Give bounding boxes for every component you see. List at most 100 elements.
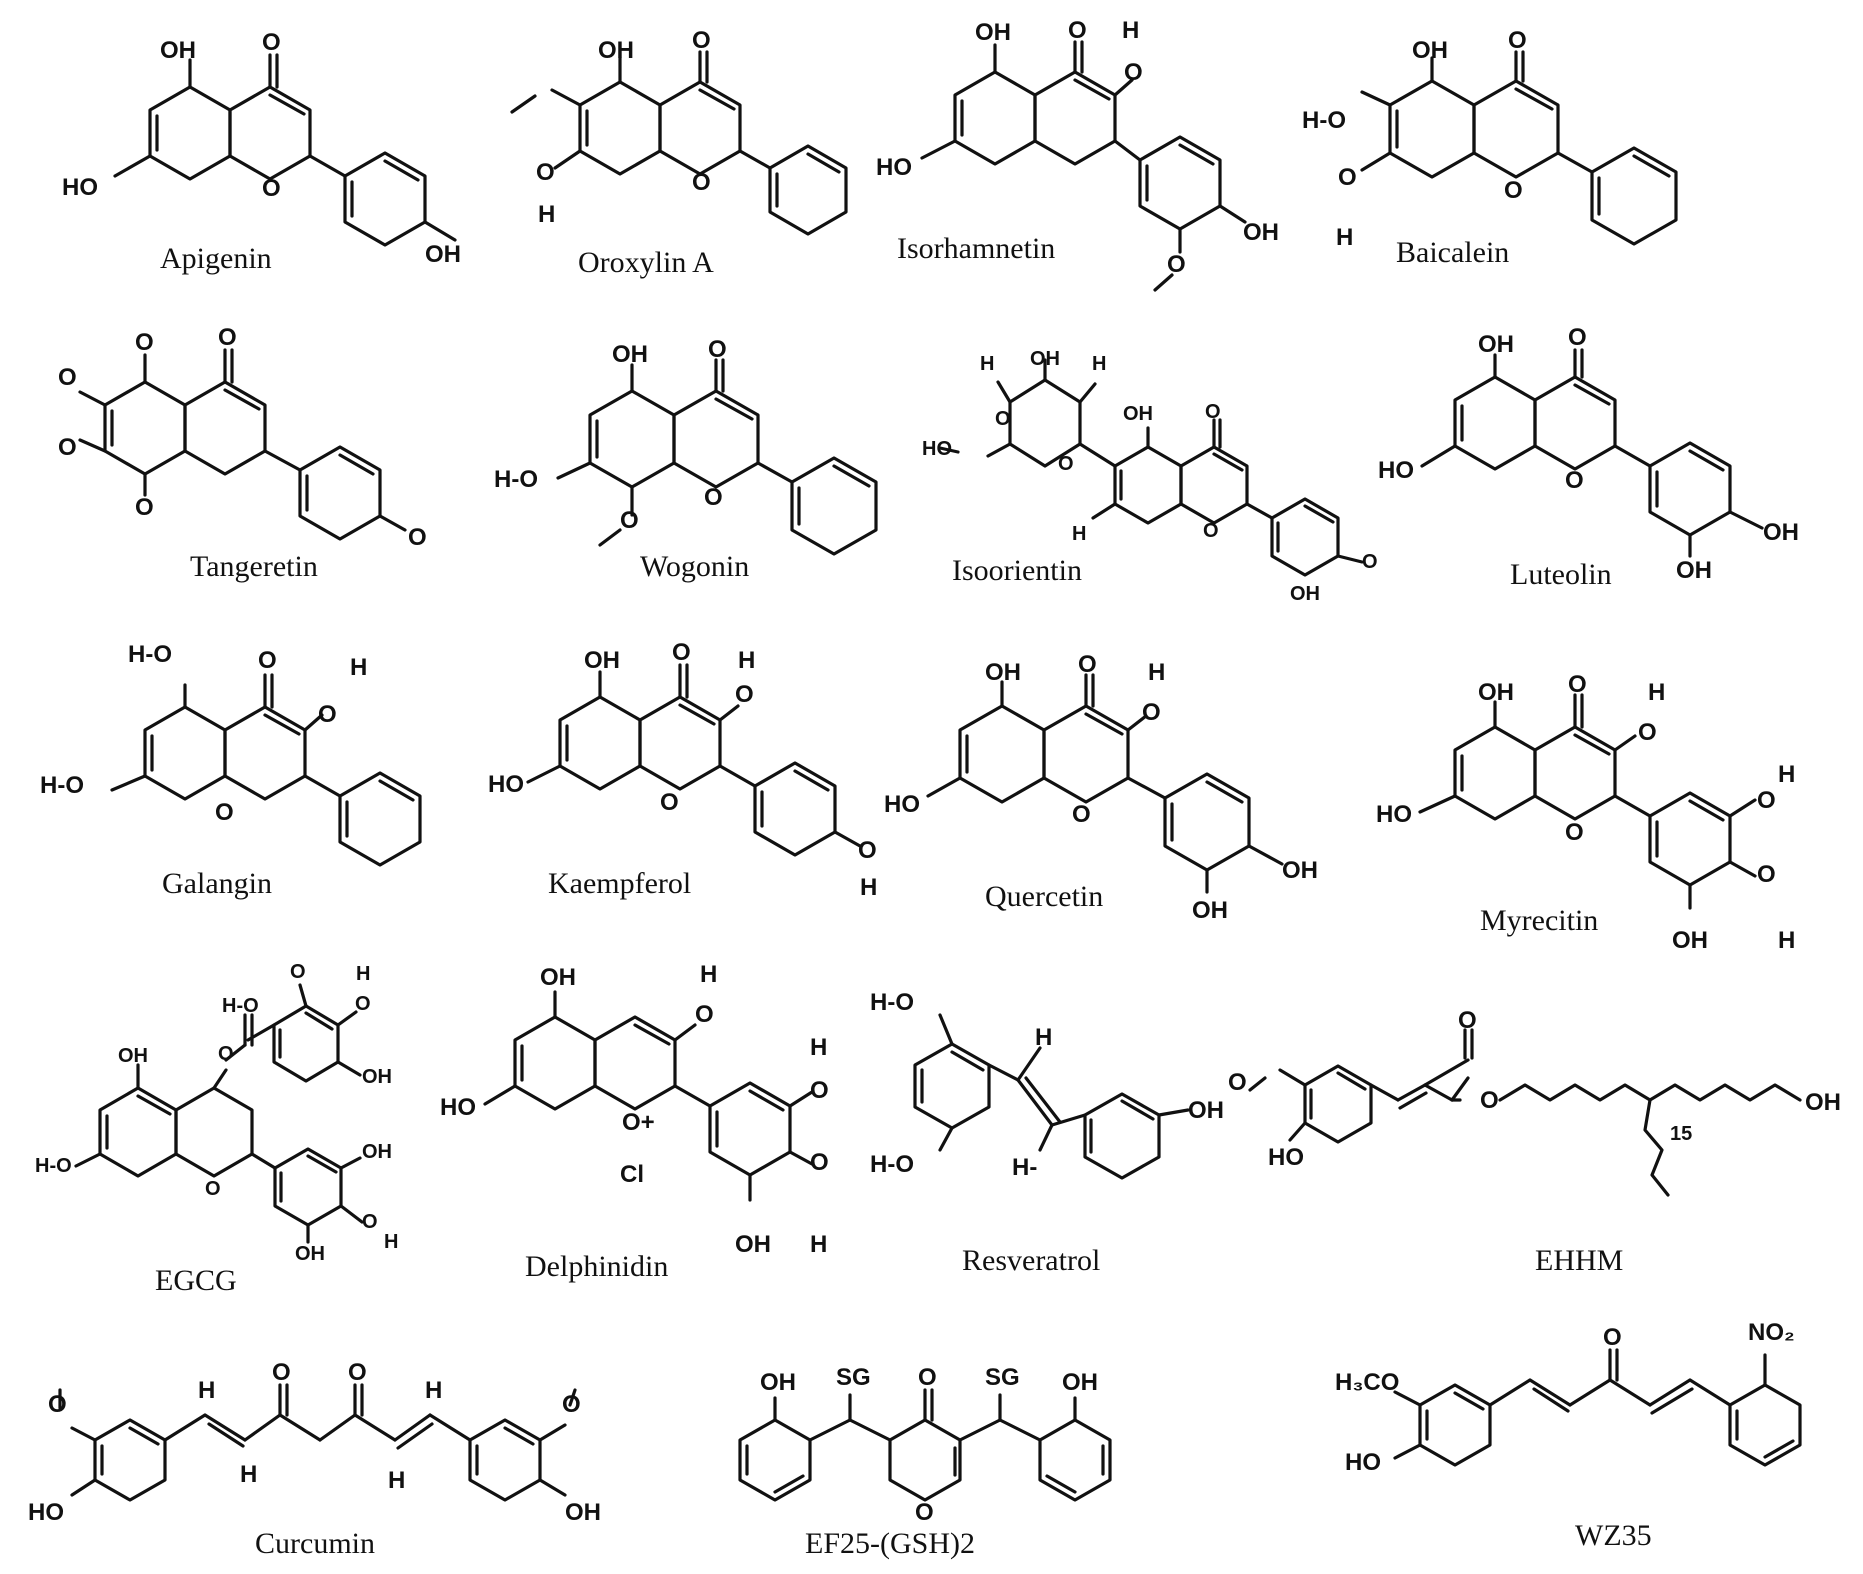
atom-label: OH — [1192, 897, 1228, 924]
atom-label: O — [135, 329, 154, 356]
atom-label: O — [48, 1391, 67, 1418]
atom-label: H — [700, 961, 717, 988]
atom-label: H-O — [222, 995, 259, 1017]
atom-label: OH — [118, 1045, 148, 1067]
atom-label: OH — [295, 1243, 325, 1265]
atom-label: O — [1078, 651, 1097, 678]
atom-label: O — [58, 364, 77, 391]
atom-label: O — [1203, 520, 1219, 542]
atom-label: HO — [440, 1094, 476, 1121]
atom-label: O — [348, 1359, 367, 1386]
atom-label: OH — [975, 19, 1011, 46]
atom-label: OH — [1123, 403, 1153, 425]
compound-name: Baicalein — [1396, 236, 1509, 269]
atom-label: H — [384, 1231, 398, 1253]
atom-label: O — [1565, 467, 1584, 494]
atom-label: H — [738, 647, 755, 674]
structure-tangeretin: O O O O O O Tangeretin — [58, 324, 427, 583]
atom-label: H — [1778, 927, 1795, 954]
atom-label: H-O — [1302, 107, 1346, 134]
atom-label: O+ — [622, 1109, 655, 1136]
atom-label: OH — [1412, 37, 1448, 64]
atom-label: O — [915, 1499, 934, 1526]
atom-label: O — [1757, 787, 1776, 814]
compound-name: Luteolin — [1510, 558, 1612, 591]
structure-isoorientin: H OH H OH O HO O H O O OH O Isoorientin — [922, 348, 1378, 605]
compound-name: Quercetin — [985, 880, 1103, 913]
structure-galangin: H-O O H O H-O O Galangin — [40, 641, 422, 900]
atom-label: O — [408, 524, 427, 551]
atom-label: OH — [1188, 1097, 1224, 1124]
atom-label: O — [218, 1043, 234, 1065]
atom-label: O — [810, 1077, 829, 1104]
atom-label: O — [1058, 453, 1074, 475]
atom-label: H — [425, 1377, 442, 1404]
atom-label: H — [980, 353, 994, 375]
compound-name: Isorhamnetin — [897, 232, 1055, 265]
atom-label: H — [860, 874, 877, 901]
atom-label: H — [1336, 224, 1353, 251]
atom-label: O — [735, 681, 754, 708]
atom-label: O — [290, 961, 306, 983]
structure-oroxylin-a: OH O O H O Oroxylin A — [510, 27, 848, 279]
compound-name: Apigenin — [160, 242, 272, 275]
structure-wz35: O NO₂ H₃CO HO WZ35 — [1335, 1319, 1802, 1552]
atom-label: O — [262, 175, 281, 202]
atom-label: O — [1568, 324, 1587, 351]
compound-name: Galangin — [162, 867, 272, 900]
atom-label: H — [1778, 761, 1795, 788]
atom-label: H — [1648, 679, 1665, 706]
compound-name: EF25-(GSH)2 — [805, 1527, 975, 1560]
atom-label: O — [695, 1001, 714, 1028]
atom-label: O — [205, 1178, 221, 1200]
structure-baicalein: OH O H-O O H O Baicalein — [1302, 27, 1678, 269]
compound-name: Curcumin — [255, 1527, 375, 1560]
atom-label: OH — [735, 1231, 771, 1258]
atom-label: H — [810, 1231, 827, 1258]
atom-label: H — [810, 1034, 827, 1061]
atom-label: O — [355, 993, 371, 1015]
structure-quercetin: OH O H O HO O OH OH Quercetin — [884, 651, 1318, 924]
compound-name: Isoorientin — [952, 554, 1082, 587]
structure-ef25-gsh2: OH SG O SG OH O EF25-(GSH)2 — [738, 1364, 1112, 1560]
atom-label: HO — [1345, 1449, 1381, 1476]
atom-label: O — [1362, 551, 1378, 573]
atom-label: O — [562, 1391, 581, 1418]
atom-label: OH — [362, 1141, 392, 1163]
atom-label: O — [1228, 1069, 1247, 1096]
atom-label: HO — [876, 154, 912, 181]
atom-label: SG — [836, 1364, 871, 1391]
atom-label: O — [1068, 17, 1087, 44]
atom-label: Cl — [620, 1161, 644, 1188]
atom-label: H — [1035, 1024, 1052, 1051]
structure-myrecitin: OH O H O HO O H O O H OH Myrecitin — [1376, 671, 1795, 954]
compound-name: EGCG — [155, 1264, 237, 1297]
atom-label: OH — [1676, 557, 1712, 584]
atom-label: H — [350, 654, 367, 681]
atom-label: O — [858, 837, 877, 864]
atom-label: O — [918, 1364, 937, 1391]
atom-label: OH — [584, 647, 620, 674]
atom-label: OH — [1062, 1369, 1098, 1396]
atom-label: OH — [612, 341, 648, 368]
structure-wogonin: OH O H-O O O Wogonin — [494, 336, 878, 583]
atom-label: O — [258, 647, 277, 674]
structure-kaempferol: OH O H O HO O O H Kaempferol — [488, 639, 877, 901]
atom-label: O — [1504, 177, 1523, 204]
atom-label: H — [356, 963, 370, 985]
atom-label: HO — [28, 1499, 64, 1526]
atom-label: O — [692, 27, 711, 54]
atom-label: OH — [1672, 927, 1708, 954]
compound-name: WZ35 — [1575, 1519, 1652, 1552]
atom-label: HO — [884, 791, 920, 818]
atom-label: H — [388, 1467, 405, 1494]
atom-label: OH — [1243, 219, 1279, 246]
atom-label: H₃CO — [1335, 1369, 1399, 1396]
atom-label: O — [1458, 1007, 1477, 1034]
atom-label: HO — [922, 438, 952, 460]
atom-label: O — [1124, 59, 1143, 86]
atom-label: O — [692, 169, 711, 196]
atom-label: OH — [1805, 1089, 1841, 1116]
atom-label: OH — [1290, 583, 1320, 605]
